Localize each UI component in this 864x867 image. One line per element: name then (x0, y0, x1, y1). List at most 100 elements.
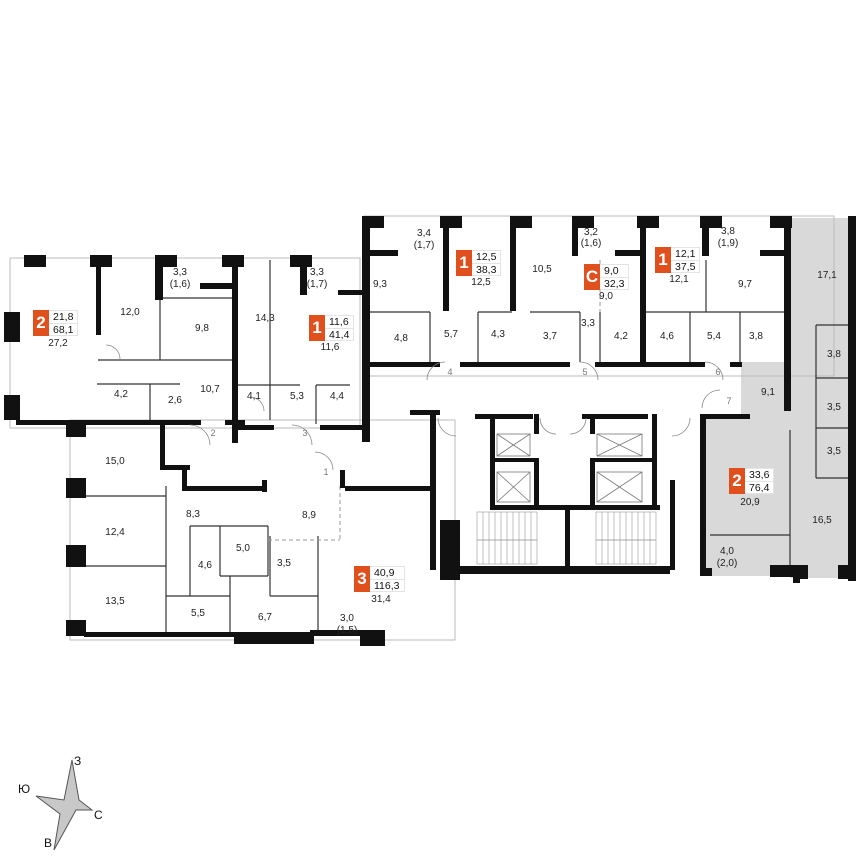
compass-south-label: Ю (18, 782, 31, 796)
room-area-label: 9,1 (761, 387, 775, 398)
room-area-label: 3,8 (721, 226, 735, 237)
doors (105, 344, 724, 471)
rooms-count: 1 (655, 247, 671, 273)
room-area-label: (1,6) (580, 238, 602, 249)
room-area-label: 3,5 (277, 558, 291, 569)
living-area: 12,5 (472, 251, 501, 264)
main-room-area: 12,1 (669, 274, 689, 285)
room-area-label: 4,6 (198, 560, 212, 571)
total-area: 38,3 (476, 264, 497, 276)
room-area-label: 6,7 (258, 612, 272, 623)
total-area: 32,3 (604, 278, 625, 290)
room-area-label: 3,4 (417, 228, 431, 239)
room-area-label: 3,2 (584, 227, 598, 238)
main-room-area: 9,0 (599, 291, 613, 302)
entrance-number: 3 (302, 428, 308, 438)
living-area: 21,8 (49, 311, 78, 324)
rooms-count: 2 (729, 468, 745, 494)
room-area-label: 15,0 (105, 456, 125, 467)
main-room-area: 11,6 (320, 342, 340, 353)
structural-walls (4, 216, 856, 646)
room-area-label: 4,2 (614, 331, 628, 342)
total-area: 37,5 (675, 261, 696, 273)
elevators (496, 433, 643, 503)
room-area-label: 5,3 (290, 391, 304, 402)
room-area-label: 2,6 (168, 395, 182, 406)
room-area-label: (1,7) (306, 279, 328, 290)
living-area: 33,6 (745, 469, 774, 482)
rooms-count: 2 (33, 310, 49, 336)
entrance-number: 7 (726, 396, 732, 406)
stairs (476, 511, 657, 565)
room-area-label: 5,0 (236, 543, 250, 554)
room-area-label: 10,5 (532, 264, 552, 275)
room-area-label: 4,6 (660, 331, 674, 342)
room-area-label: 3,7 (543, 331, 557, 342)
room-area-label: 8,3 (186, 509, 200, 520)
room-area-label: 12,0 (120, 307, 140, 318)
room-area-label: 3,3 (310, 267, 324, 278)
total-area: 41,4 (329, 329, 350, 341)
living-area: 40,9 (370, 567, 404, 580)
room-area-label: 3,5 (827, 402, 841, 413)
main-room-area: 20,9 (740, 497, 760, 508)
main-room-area: 27,2 (48, 338, 68, 349)
total-area: 116,3 (374, 580, 400, 592)
room-area-label: 5,7 (444, 329, 458, 340)
room-area-label: 4,8 (394, 333, 408, 344)
room-area-label: 9,3 (373, 279, 387, 290)
room-area-label: 4,3 (491, 329, 505, 340)
room-area-label: 3,8 (827, 349, 841, 360)
room-area-label: (1,5) (336, 625, 358, 636)
room-area-label: 9,7 (738, 279, 752, 290)
room-area-label: 10,7 (200, 384, 220, 395)
rooms-count: 1 (309, 315, 325, 341)
main-room-area: 12,5 (471, 277, 491, 288)
compass-star-icon (35, 759, 94, 851)
compass-west-label: З (74, 754, 82, 768)
room-area-label: (1,7) (413, 240, 435, 251)
room-area-label: 16,5 (812, 515, 832, 526)
living-area: 12,1 (671, 248, 700, 261)
entrance-number: 6 (715, 367, 721, 377)
room-area-label: (2,0) (716, 558, 738, 569)
entrance-number: 4 (447, 367, 453, 377)
room-area-label: 9,8 (195, 323, 209, 334)
total-area: 68,1 (53, 324, 74, 336)
room-area-label: 4,4 (330, 391, 344, 402)
rooms-count: 1 (456, 250, 472, 276)
room-area-label: 14,3 (255, 313, 275, 324)
rooms-count: С (584, 264, 600, 290)
living-area: 11,6 (325, 316, 354, 329)
room-area-label: (1,9) (717, 238, 739, 249)
room-area-label: 3,3 (173, 267, 187, 278)
compass-east-label: В (44, 836, 53, 850)
room-area-label: 4,1 (247, 391, 261, 402)
room-area-label: 8,9 (302, 510, 316, 521)
room-area-label: 4,0 (720, 546, 734, 557)
rooms-count: 3 (354, 566, 370, 592)
room-area-label: 17,1 (817, 270, 837, 281)
living-area: 9,0 (600, 265, 629, 278)
room-area-label: 3,8 (749, 331, 763, 342)
compass: З Ю С В (14, 752, 134, 862)
room-area-label: 13,5 (105, 596, 125, 607)
room-area-label: 4,2 (114, 389, 128, 400)
entrance-number: 2 (210, 428, 216, 438)
compass-north-label: С (94, 808, 103, 822)
total-area: 76,4 (749, 482, 770, 494)
room-area-label: 5,5 (191, 608, 205, 619)
room-area-label: 5,4 (707, 331, 721, 342)
entrance-number: 1 (323, 467, 329, 477)
room-area-label: 3,3 (581, 318, 595, 329)
entrance-number: 5 (582, 367, 588, 377)
